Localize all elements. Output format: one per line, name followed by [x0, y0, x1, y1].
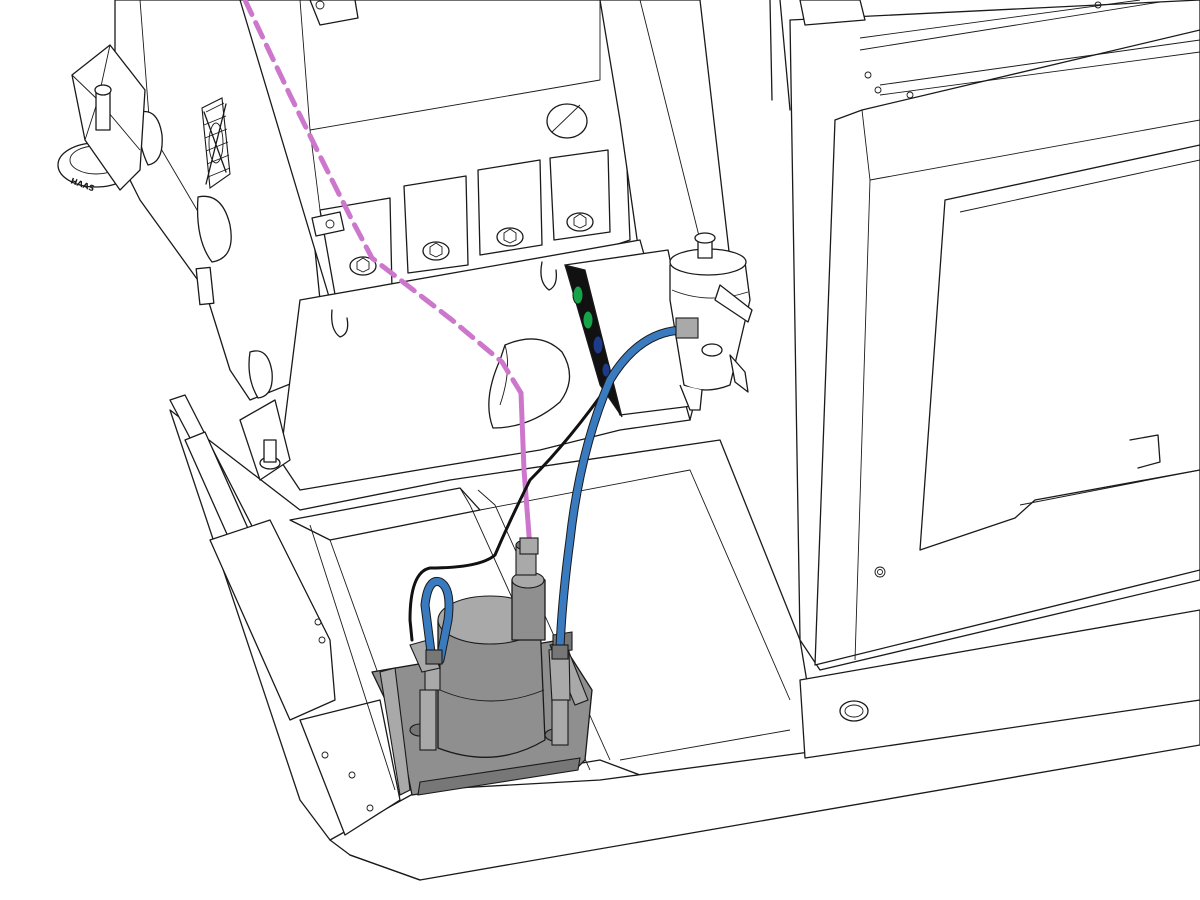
coolant-pump [371, 539, 593, 796]
drain-line-dashed [242, 0, 524, 396]
column-assembly [114, 0, 731, 491]
hex-bolt-icon [349, 256, 377, 276]
drain-line [518, 390, 533, 551]
cabinet-window [919, 144, 1200, 551]
filter-canister [669, 232, 753, 411]
fan-grille-icon [201, 97, 231, 189]
left-rail [169, 394, 401, 836]
water-hose-fill [556, 326, 689, 652]
pump-loop-hose-fill [421, 578, 453, 664]
right-cabinet [639, 0, 1200, 759]
relay-led-icon [582, 310, 594, 330]
relay-led-icon [592, 335, 604, 355]
hose-fitting [425, 649, 443, 665]
hex-bolt-icon [566, 212, 594, 232]
hose-fitting [551, 644, 569, 660]
coolant-tray [289, 469, 791, 791]
hose-fitting [519, 537, 539, 555]
hex-bolt-icon [496, 227, 524, 247]
leveling-foot-icon: HAAS [57, 44, 146, 193]
hex-bolt-icon [422, 241, 450, 261]
relay-led-icon [601, 362, 611, 378]
hose-fitting [675, 317, 699, 339]
power-cord [408, 378, 614, 642]
relay-led-icon [572, 285, 584, 305]
